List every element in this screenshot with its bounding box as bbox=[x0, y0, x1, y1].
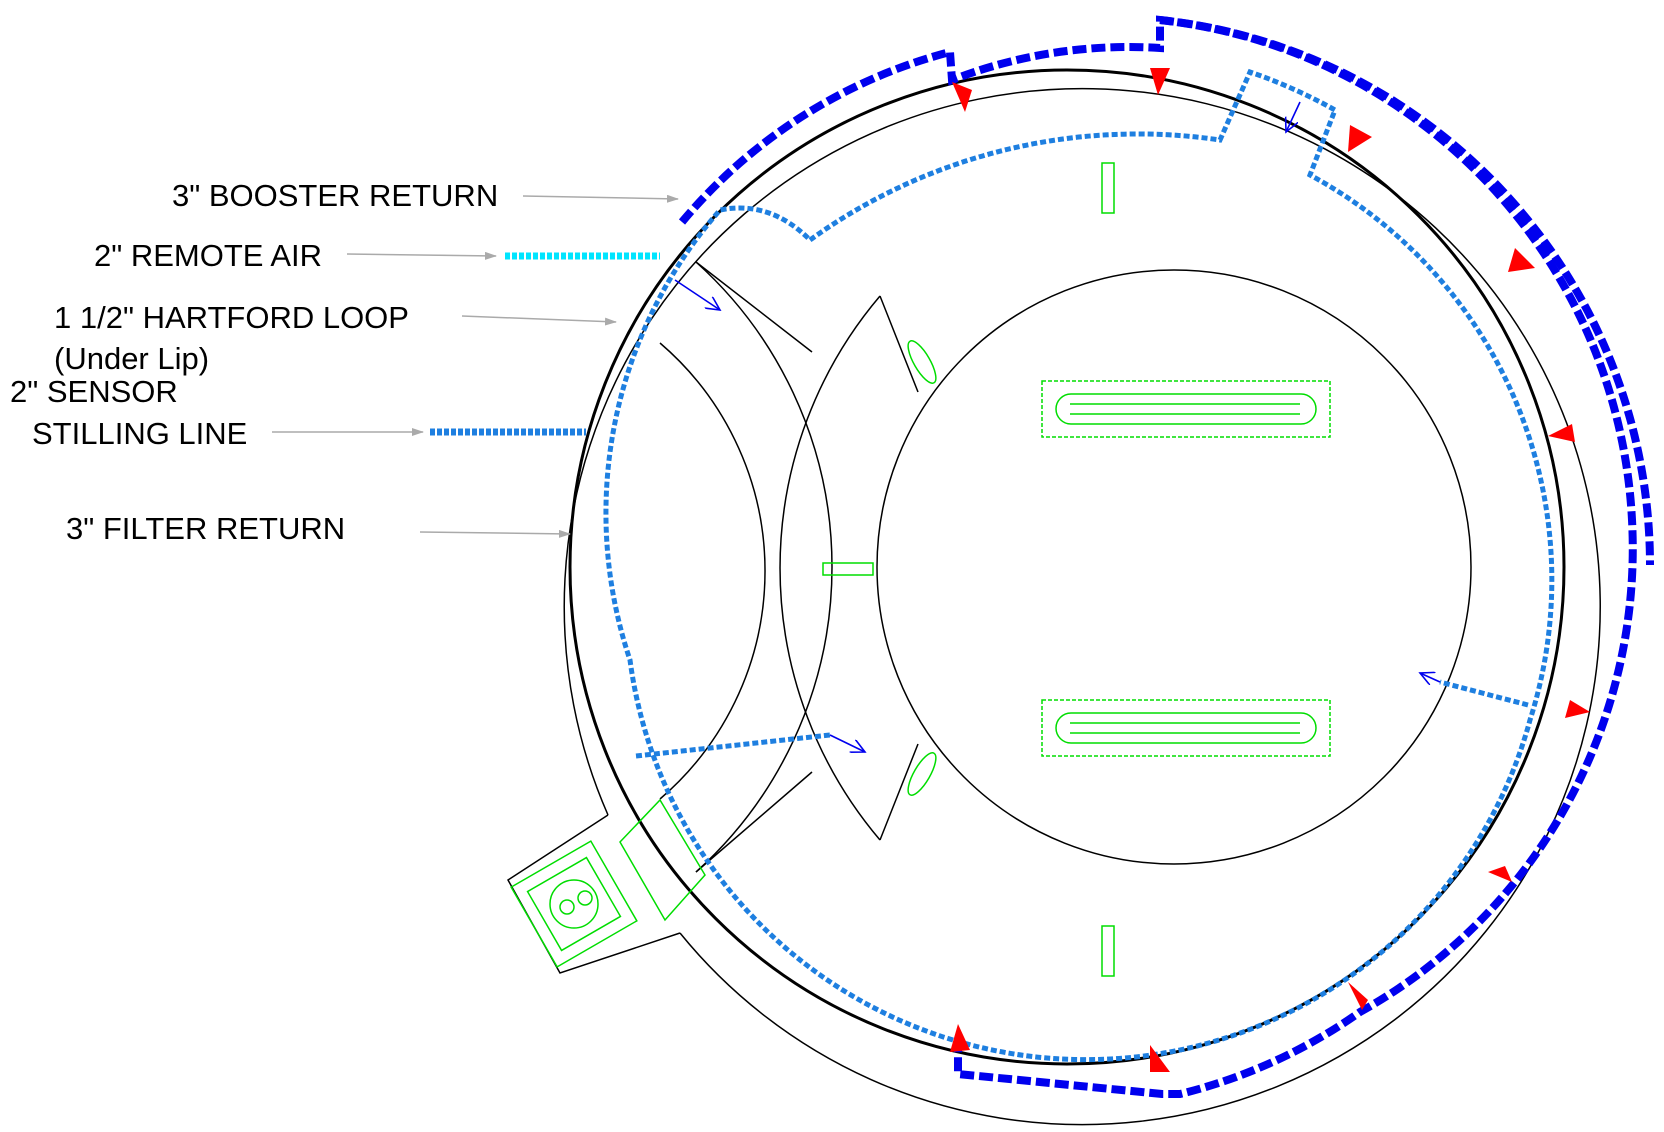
fixtures bbox=[510, 162, 1331, 977]
hartford-loop-label: 1 1/2" HARTFORD LOOP bbox=[54, 300, 409, 335]
return-fitting bbox=[1508, 248, 1535, 272]
flow-arrow bbox=[1420, 673, 1441, 682]
step-jet-top bbox=[907, 340, 937, 384]
sensor-line-label-1: 2" SENSOR bbox=[10, 374, 178, 409]
return-fitting bbox=[1488, 866, 1512, 882]
step-jet-bottom bbox=[907, 752, 937, 796]
pool-light-left bbox=[822, 562, 874, 576]
return-fitting bbox=[1150, 1045, 1170, 1072]
return-fitting bbox=[950, 1024, 970, 1052]
step-arc bbox=[779, 295, 881, 841]
flow-arrows bbox=[674, 101, 1441, 752]
booster-return-pipe bbox=[678, 15, 1654, 1098]
return-fitting bbox=[1348, 125, 1372, 152]
flow-arrow bbox=[674, 279, 720, 310]
return-fitting bbox=[1348, 982, 1368, 1010]
return-fitting bbox=[1150, 68, 1170, 95]
return-fitting bbox=[1565, 700, 1590, 718]
bench-arc-inner bbox=[659, 342, 766, 800]
return-fitting bbox=[952, 82, 972, 112]
main-drain-top bbox=[1041, 380, 1331, 438]
bench-divider-top bbox=[695, 261, 813, 353]
bench-arc-outer bbox=[695, 261, 833, 873]
hartford-loop-note: (Under Lip) bbox=[54, 341, 210, 376]
pool-wall bbox=[568, 68, 1566, 1066]
hartford-loop-segment bbox=[635, 732, 831, 759]
remote-air-label: 2" REMOTE AIR bbox=[94, 238, 323, 273]
skimmer-enclosure bbox=[507, 814, 681, 974]
pool-light-top bbox=[1101, 162, 1115, 214]
flow-arrow bbox=[829, 734, 865, 752]
leader-lines bbox=[272, 194, 679, 538]
return-fitting bbox=[1548, 424, 1575, 442]
bench-divider-bottom bbox=[695, 771, 813, 873]
filter-return-label: 3" FILTER RETURN bbox=[66, 511, 346, 546]
skimmer-box bbox=[510, 798, 706, 968]
booster-return-label: 3" BOOSTER RETURN bbox=[172, 178, 499, 213]
step-divider-bottom bbox=[879, 743, 919, 841]
pool-light-bottom bbox=[1101, 925, 1115, 977]
sensor-line-label-2: STILLING LINE bbox=[32, 416, 248, 451]
pool-outline bbox=[507, 68, 1601, 1126]
filter-return-pipe bbox=[603, 68, 1555, 1063]
return-fittings bbox=[950, 68, 1590, 1072]
filter-return-segment bbox=[1439, 679, 1529, 708]
pool-floor-circle bbox=[876, 269, 1472, 865]
flow-arrow bbox=[1286, 101, 1301, 132]
main-drain-bottom bbox=[1041, 699, 1331, 757]
step-divider-top bbox=[879, 295, 919, 393]
